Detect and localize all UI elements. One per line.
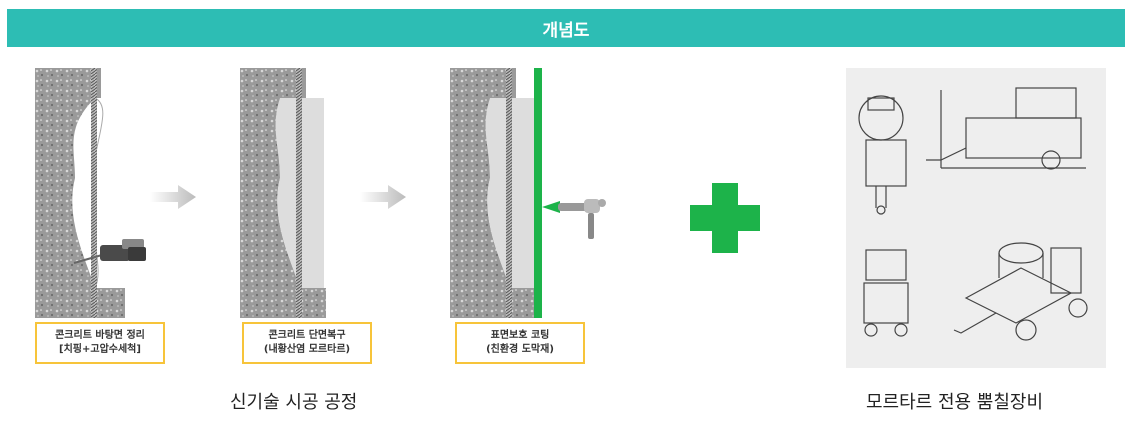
sprayer-equipment-image (846, 68, 1106, 368)
step-3-line1: 표면보호 코팅 (490, 330, 550, 341)
step-1-line1: 콘크리트 바탕면 정리 (55, 330, 145, 341)
arrow-right-icon (360, 185, 406, 209)
plus-icon (690, 183, 760, 253)
step-1-line2: [치핑+고압수세척] (59, 344, 141, 355)
process-label: 신기술 시공 공정 (230, 392, 358, 413)
header-title: 개념도 (542, 20, 590, 41)
step-3-line2: (친환경 도막재) (486, 344, 554, 355)
header-banner: 개념도 (7, 9, 1125, 47)
step-3-caption: 표면보호 코팅 (친환경 도막재) (455, 322, 585, 364)
equipment-label: 모르타르 전용 뿜칠장비 (866, 392, 1044, 413)
arrow-right-icon (150, 185, 196, 209)
step-2-caption: 콘크리트 단면복구 (내황산염 모르타르) (242, 322, 372, 364)
step-1-caption: 콘크리트 바탕면 정리 [치핑+고압수세척] (35, 322, 165, 364)
jackhammer-icon (73, 239, 146, 264)
step-1-illustration (35, 68, 127, 318)
step-2-illustration (240, 68, 332, 318)
step-3-illustration (450, 68, 550, 318)
spray-gun-icon (542, 199, 606, 239)
step-2-line2: (내황산염 모르타르) (263, 344, 351, 355)
step-2-line1: 콘크리트 단면복구 (268, 330, 346, 341)
